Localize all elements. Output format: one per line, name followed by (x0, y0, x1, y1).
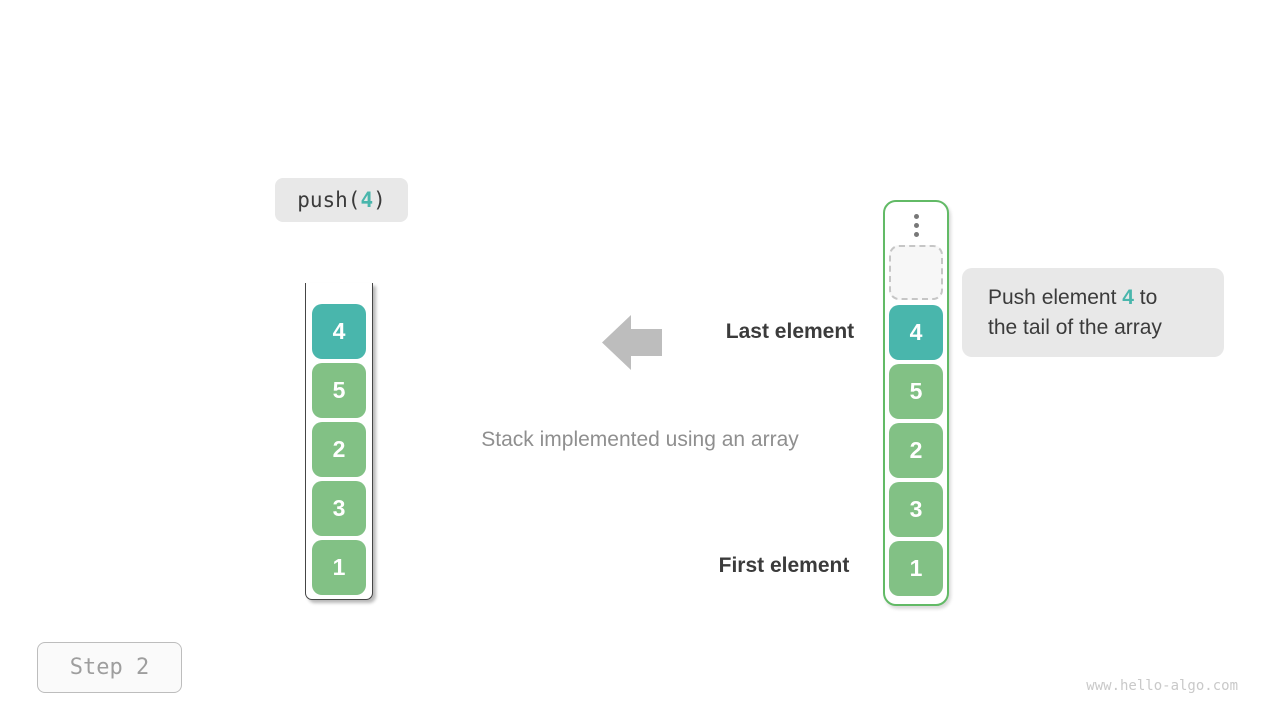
callout-text: to (1133, 286, 1158, 309)
stack-cell: 2 (312, 422, 366, 477)
array-cell: 3 (889, 482, 943, 537)
ellipsis-icon (913, 214, 919, 237)
stack-cell: 4 (312, 304, 366, 359)
empty-slot (889, 245, 943, 300)
stack-cell: 1 (312, 540, 366, 595)
stack-cell: 3 (312, 481, 366, 536)
push-operation-prefix: push( (297, 188, 361, 212)
left-arrow-icon (602, 315, 662, 370)
push-operation-badge: push(4) (275, 178, 408, 222)
explanation-callout: Push element 4 to the tail of the array (962, 268, 1224, 357)
callout-text: Push element (988, 286, 1123, 309)
array-cell: 1 (889, 541, 943, 596)
watermark: www.hello-algo.com (1086, 678, 1238, 694)
push-operation-arg: 4 (360, 188, 374, 212)
last-element-label: Last element (725, 320, 855, 343)
first-element-label: First element (718, 554, 850, 577)
stack-container-before: 4 5 2 3 1 (305, 283, 373, 600)
diagram-caption: Stack implemented using an array (481, 428, 799, 451)
step-badge: Step 2 (37, 642, 182, 693)
callout-highlight-value: 4 (1122, 286, 1134, 309)
push-operation-suffix: ) (373, 188, 386, 212)
array-cell: 4 (889, 305, 943, 360)
array-cell: 2 (889, 423, 943, 478)
array-cell: 5 (889, 364, 943, 419)
stack-cell: 5 (312, 363, 366, 418)
array-container-after: 4 5 2 3 1 (883, 200, 949, 606)
callout-text-line2: the tail of the array (988, 316, 1162, 339)
